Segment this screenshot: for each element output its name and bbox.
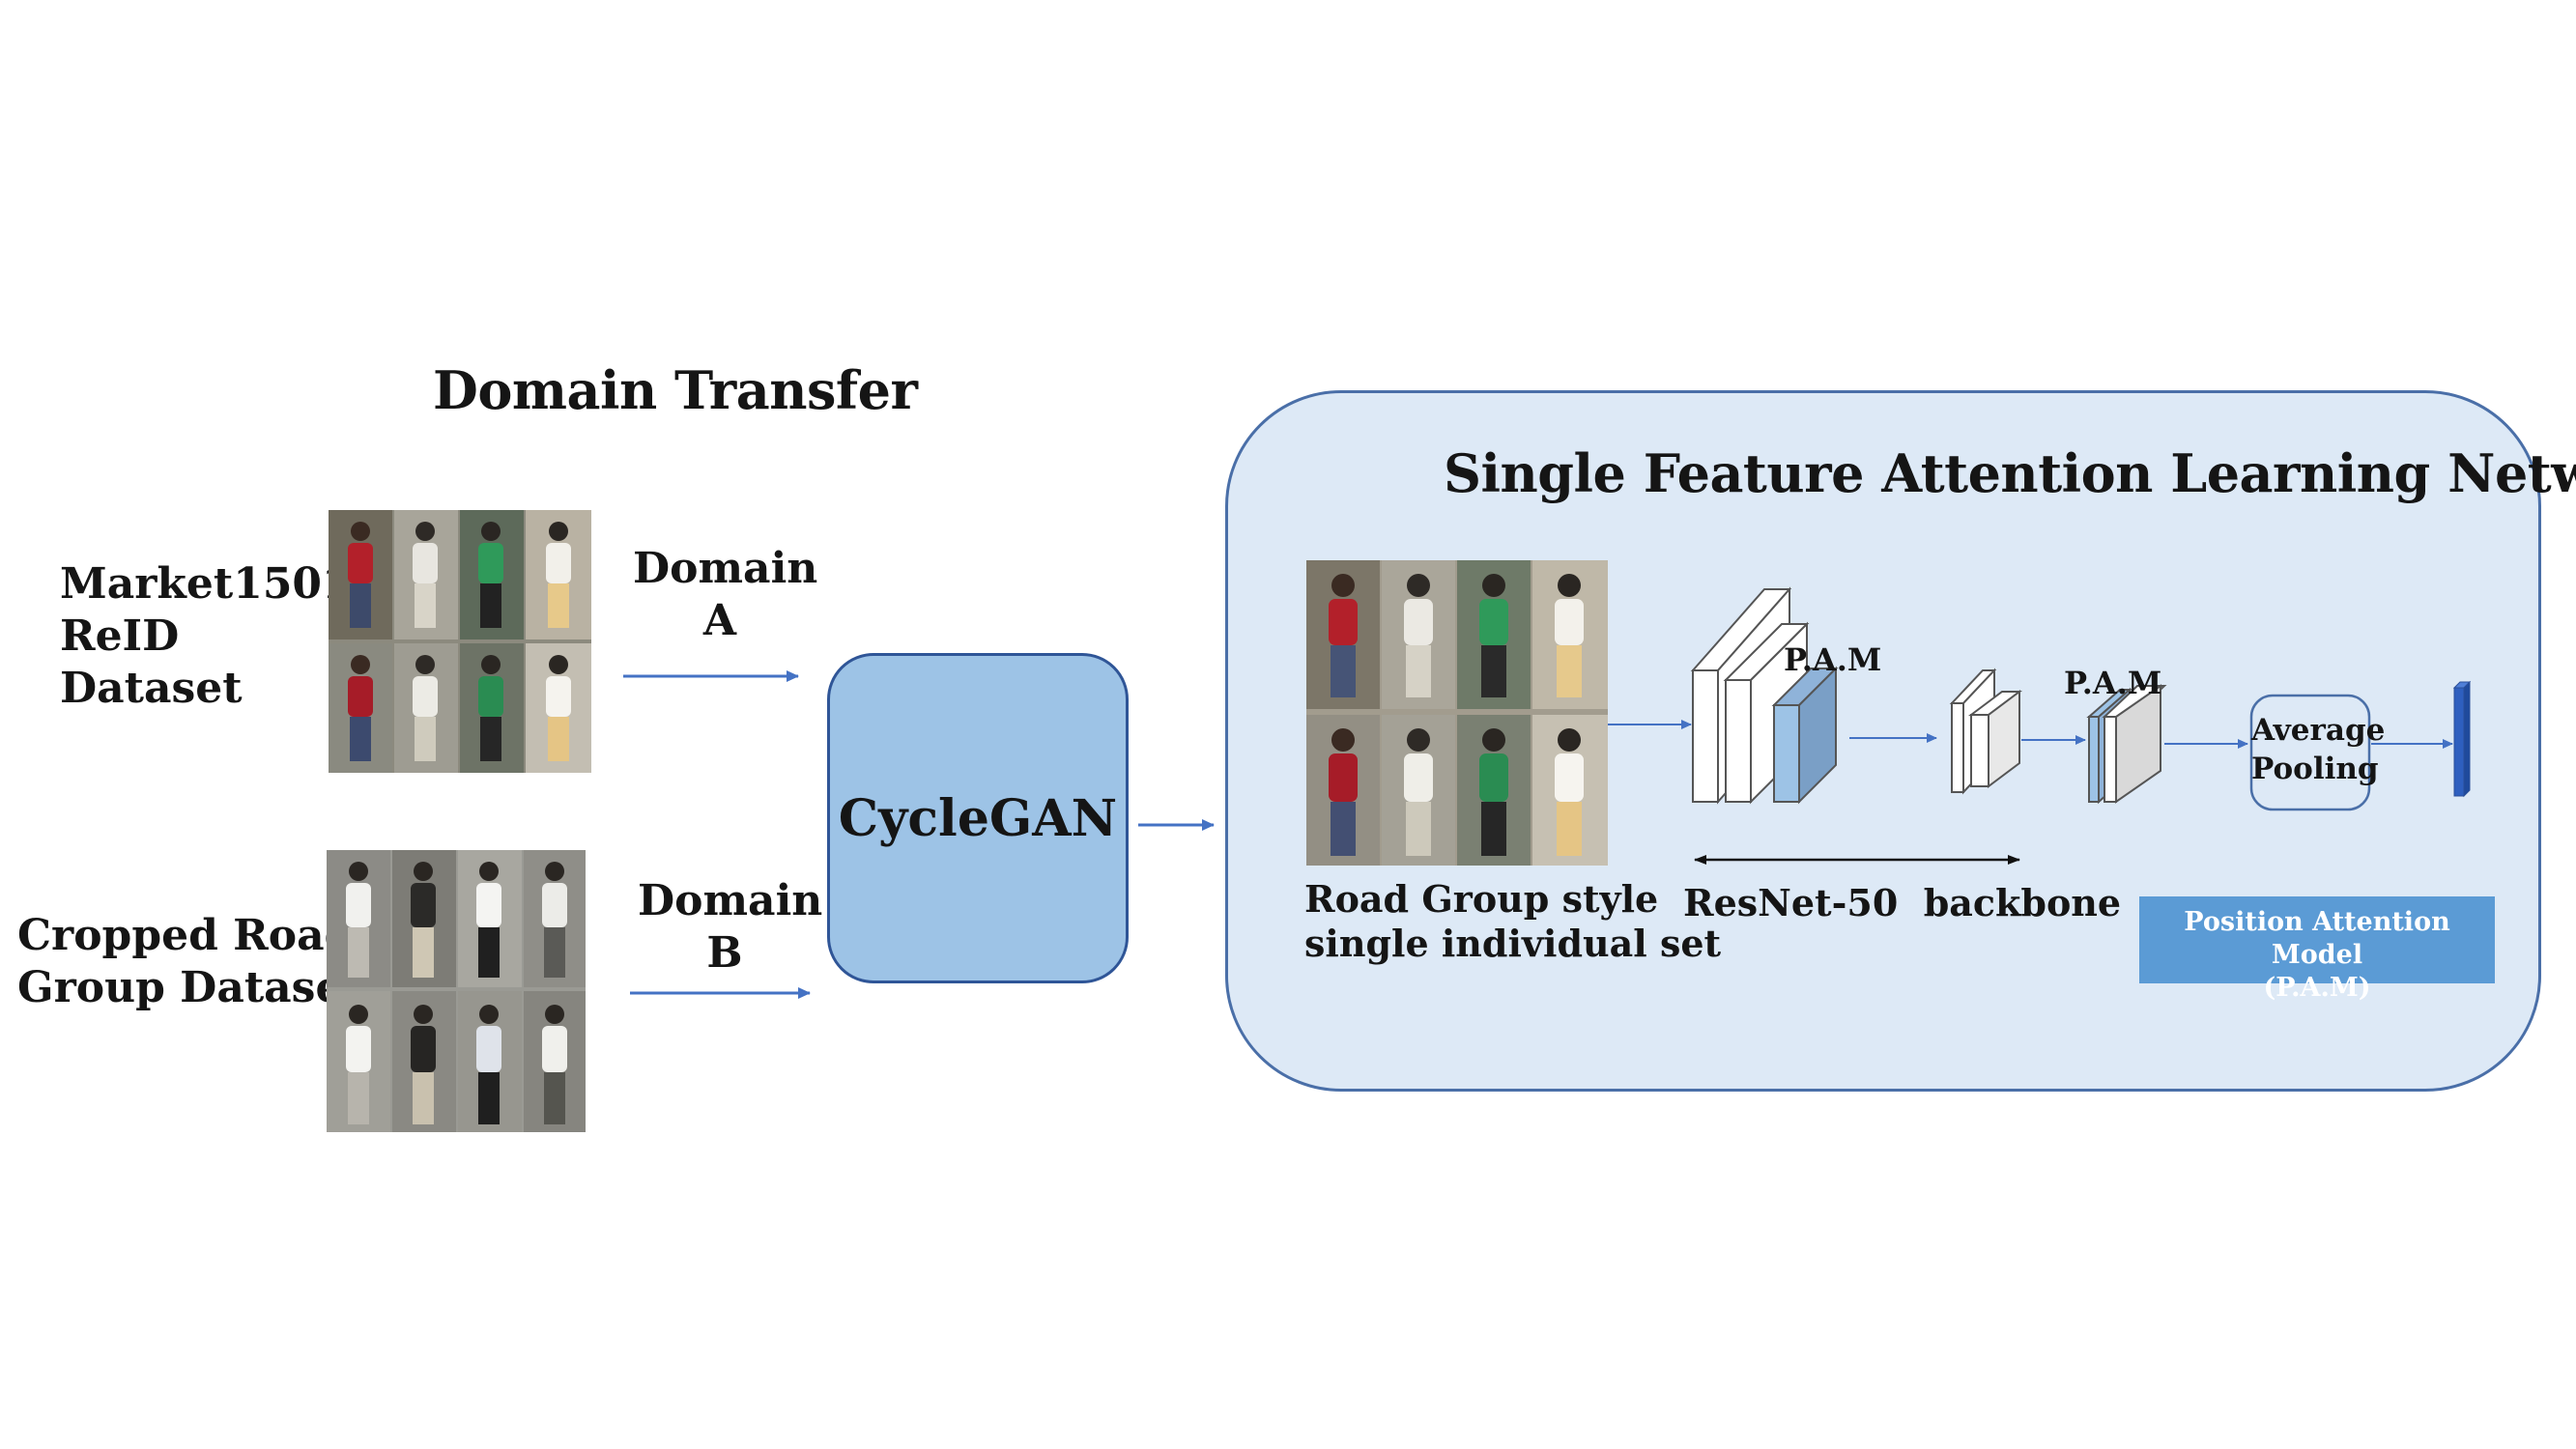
domain-b-label-line1: Domain — [638, 876, 823, 925]
resnet-block-group-1 — [1690, 586, 1839, 805]
pam-block-2 — [2088, 716, 2100, 803]
road-group-label-line1: Cropped Road — [17, 911, 355, 960]
input-caption-line1: Road Group style — [1304, 877, 1659, 921]
domain-b-label-line2: B — [706, 928, 743, 978]
network-title: Single Feature Attention Learning Networ… — [1444, 442, 2576, 504]
pam-legend-line2: (P.A.M) — [2263, 973, 2371, 1003]
resnet-block-group-2 — [1949, 668, 2022, 795]
average-pooling-box — [2249, 694, 2371, 811]
road-group-label: Cropped Road Group Dataset — [17, 910, 362, 1014]
road-group-label-line2: Group Dataset — [17, 963, 362, 1012]
domain-a-label-line1: Domain — [633, 544, 818, 593]
road-group-image-mosaic — [327, 850, 586, 1132]
average-pooling-line1: Average — [2251, 713, 2386, 748]
domain-a-label: Domain A — [633, 543, 818, 647]
output-feature-bar — [2452, 680, 2472, 798]
market1501-label-line1: Market1501 — [60, 559, 352, 609]
domain-b-label: Domain B — [638, 875, 823, 980]
input-caption: Road Group style single individual set — [1304, 877, 1721, 966]
domain-a-label-line2: A — [702, 596, 737, 645]
average-pooling-line2: Pooling — [2251, 752, 2379, 786]
market1501-label: Market1501 ReID Dataset — [60, 558, 352, 715]
market1501-label-line3: Dataset — [60, 664, 243, 713]
pam-label-1: P.A.M — [1784, 641, 1882, 678]
pam-block-group-2 — [2086, 684, 2167, 805]
cyclegan-label: CycleGAN — [838, 788, 1118, 848]
market1501-image-mosaic — [329, 510, 591, 773]
input-caption-line2: single individual set — [1304, 922, 1722, 965]
network-input-image-mosaic — [1306, 560, 1608, 866]
cyclegan-box: CycleGAN — [827, 653, 1129, 983]
average-pooling-label: Average Pooling — [2251, 711, 2386, 788]
backbone-label: ResNet-50 backbone — [1683, 881, 2122, 924]
pam-legend-line1: Position Attention Model — [2184, 907, 2450, 970]
domain-transfer-title: Domain Transfer — [433, 359, 918, 421]
market1501-label-line2: ReID — [60, 611, 180, 661]
pam-legend-box: Position Attention Model (P.A.M) — [2139, 896, 2495, 1003]
pam-label-2: P.A.M — [2064, 665, 2162, 701]
pam-block-1 — [1773, 704, 1800, 803]
